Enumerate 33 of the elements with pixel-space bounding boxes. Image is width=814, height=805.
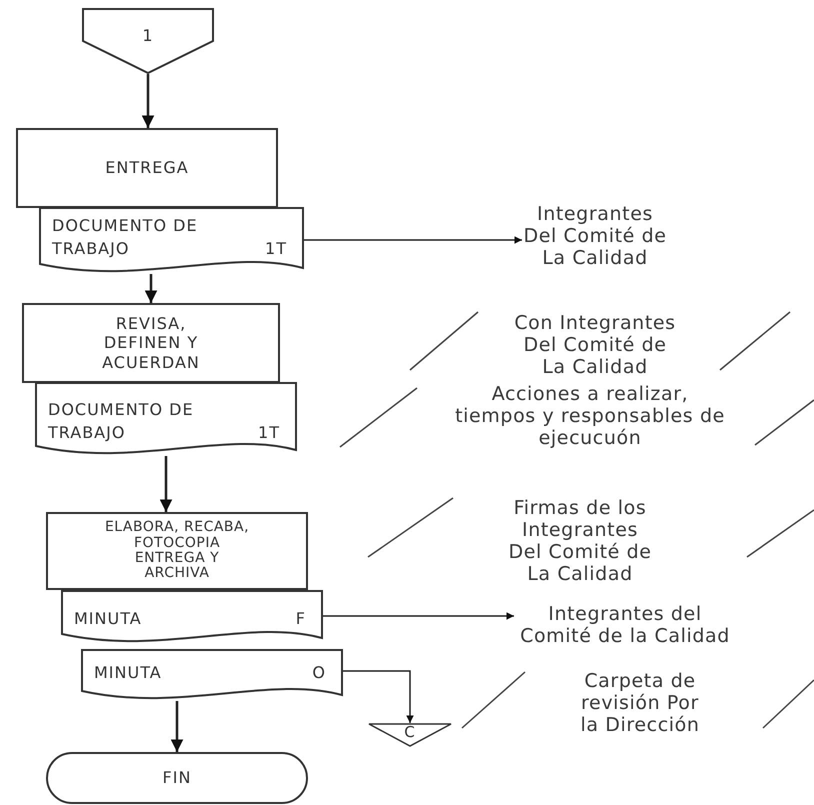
node-text: 1 bbox=[141, 25, 155, 46]
process-box bbox=[46, 512, 308, 590]
process-box bbox=[22, 303, 280, 383]
node-text: C bbox=[403, 723, 417, 741]
arrow bbox=[322, 612, 514, 620]
node-text: FIN bbox=[162, 768, 192, 788]
arrow bbox=[342, 670, 414, 723]
annotation-text: Con Integrantes Del Comité de La Calidad bbox=[513, 312, 677, 378]
off-page-connector bbox=[368, 723, 452, 747]
arrow bbox=[142, 74, 154, 128]
node-label: Integrantes Del Comité de La Calidad bbox=[522, 203, 668, 269]
annotation-text: Firmas de los Integrantes Del Comité de La Calidad bbox=[508, 497, 652, 585]
terminal-shape bbox=[46, 752, 308, 804]
document-code: O bbox=[312, 662, 326, 684]
document-code: F bbox=[296, 608, 306, 630]
annotation-text: Carpeta de revisión Por la Dirección bbox=[580, 670, 700, 736]
arrow bbox=[144, 274, 158, 303]
node-label: Integrantes del Comité de la Calidad bbox=[514, 603, 736, 647]
arrow bbox=[160, 456, 172, 512]
node-text: ENTREGA bbox=[105, 158, 189, 178]
node-text: REVISA, DEFINEN Y ACUERDAN bbox=[101, 314, 201, 372]
process-box bbox=[16, 128, 278, 208]
document-title: MINUTA bbox=[74, 608, 143, 630]
document-title: DOCUMENTO DE TRABAJO bbox=[52, 215, 199, 260]
document-code: 1T bbox=[258, 422, 280, 444]
annotation-text: Acciones a realizar, tiempos y responsables de ejecucuón bbox=[454, 383, 726, 449]
arrow bbox=[303, 236, 522, 244]
arrow bbox=[170, 701, 184, 752]
off-page-connector bbox=[82, 8, 214, 74]
document-title: MINUTA bbox=[94, 662, 163, 684]
node-text: ELABORA, RECABA, FOTOCOPIA ENTREGA Y ARCHIVA bbox=[104, 520, 250, 582]
document-code: 1T bbox=[265, 238, 287, 260]
document-title: DOCUMENTO DE TRABAJO bbox=[48, 399, 195, 444]
